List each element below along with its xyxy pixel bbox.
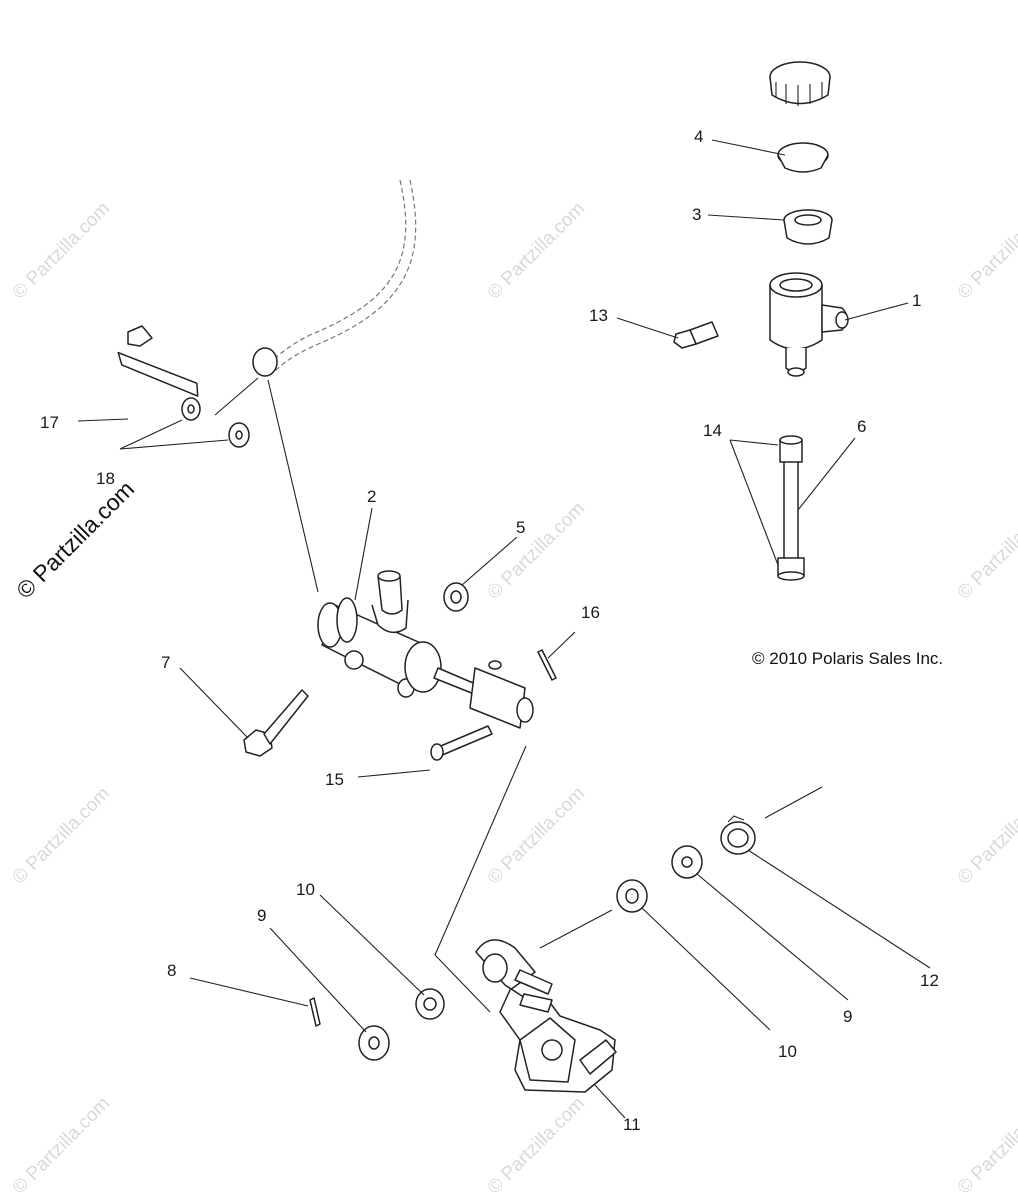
bushing-left <box>415 988 445 1020</box>
watermark: © Partzilla.com <box>9 1093 114 1198</box>
callout-7: 7 <box>161 653 170 672</box>
callout-1: 1 <box>912 291 921 310</box>
grommet <box>443 582 469 612</box>
clevis-pin <box>430 725 493 761</box>
callout-labels: 1 2 3 4 5 6 7 8 9 9 10 10 11 12 13 14 15… <box>40 127 939 1134</box>
callout-10-right: 10 <box>778 1042 797 1061</box>
callout-12: 12 <box>920 971 939 990</box>
retaining-clip <box>720 815 756 855</box>
pedal-bracket <box>475 939 617 1093</box>
watermark: © Partzilla.com <box>484 498 589 603</box>
diaphragm-plate <box>783 209 833 245</box>
cotter-clip <box>537 649 557 681</box>
callout-16: 16 <box>581 603 600 622</box>
diaphragm <box>777 142 829 173</box>
callout-9-right: 9 <box>843 1007 852 1026</box>
callout-18: 18 <box>96 469 115 488</box>
callout-4: 4 <box>694 127 703 146</box>
sealing-washers <box>181 397 250 448</box>
cotter-pin <box>309 997 321 1027</box>
callout-2: 2 <box>367 487 376 506</box>
watermark: © Partzilla.com <box>9 198 114 303</box>
callout-11: 11 <box>623 1115 641 1134</box>
watermark: © Partzilla.com <box>954 1093 1018 1198</box>
watermark-main: © Partzilla.com <box>11 476 139 604</box>
watermark: © Partzilla.com <box>9 783 114 888</box>
leader-lines <box>77 139 931 1119</box>
washer <box>671 845 703 879</box>
copyright-notice: © 2010 Polaris Sales Inc. <box>752 649 943 668</box>
reservoir <box>769 272 849 377</box>
watermark: © Partzilla.com <box>484 783 589 888</box>
watermark: © Partzilla.com <box>954 198 1018 303</box>
watermark: © Partzilla.com <box>954 783 1018 888</box>
callout-15: 15 <box>325 770 344 789</box>
watermark: © Partzilla.com <box>484 1093 589 1198</box>
callout-10-left: 10 <box>296 880 315 899</box>
callout-3: 3 <box>692 205 701 224</box>
washer-left <box>358 1025 390 1061</box>
reservoir-cap <box>769 61 831 106</box>
master-cylinder <box>317 570 534 729</box>
callout-5: 5 <box>516 518 525 537</box>
callout-9-left: 9 <box>257 906 266 925</box>
callout-13: 13 <box>589 306 608 325</box>
callout-17: 17 <box>40 413 59 432</box>
banjo-bolt <box>117 325 199 397</box>
callout-14: 14 <box>703 421 722 440</box>
reservoir-tube <box>777 435 805 581</box>
screw <box>673 321 719 349</box>
mounting-bolt <box>243 689 309 757</box>
brake-hose <box>252 179 417 377</box>
watermark: © Partzilla.com <box>954 498 1018 603</box>
bushing <box>616 879 648 913</box>
callout-6: 6 <box>857 417 866 436</box>
callout-8: 8 <box>167 961 176 980</box>
watermark: © Partzilla.com <box>484 198 589 303</box>
